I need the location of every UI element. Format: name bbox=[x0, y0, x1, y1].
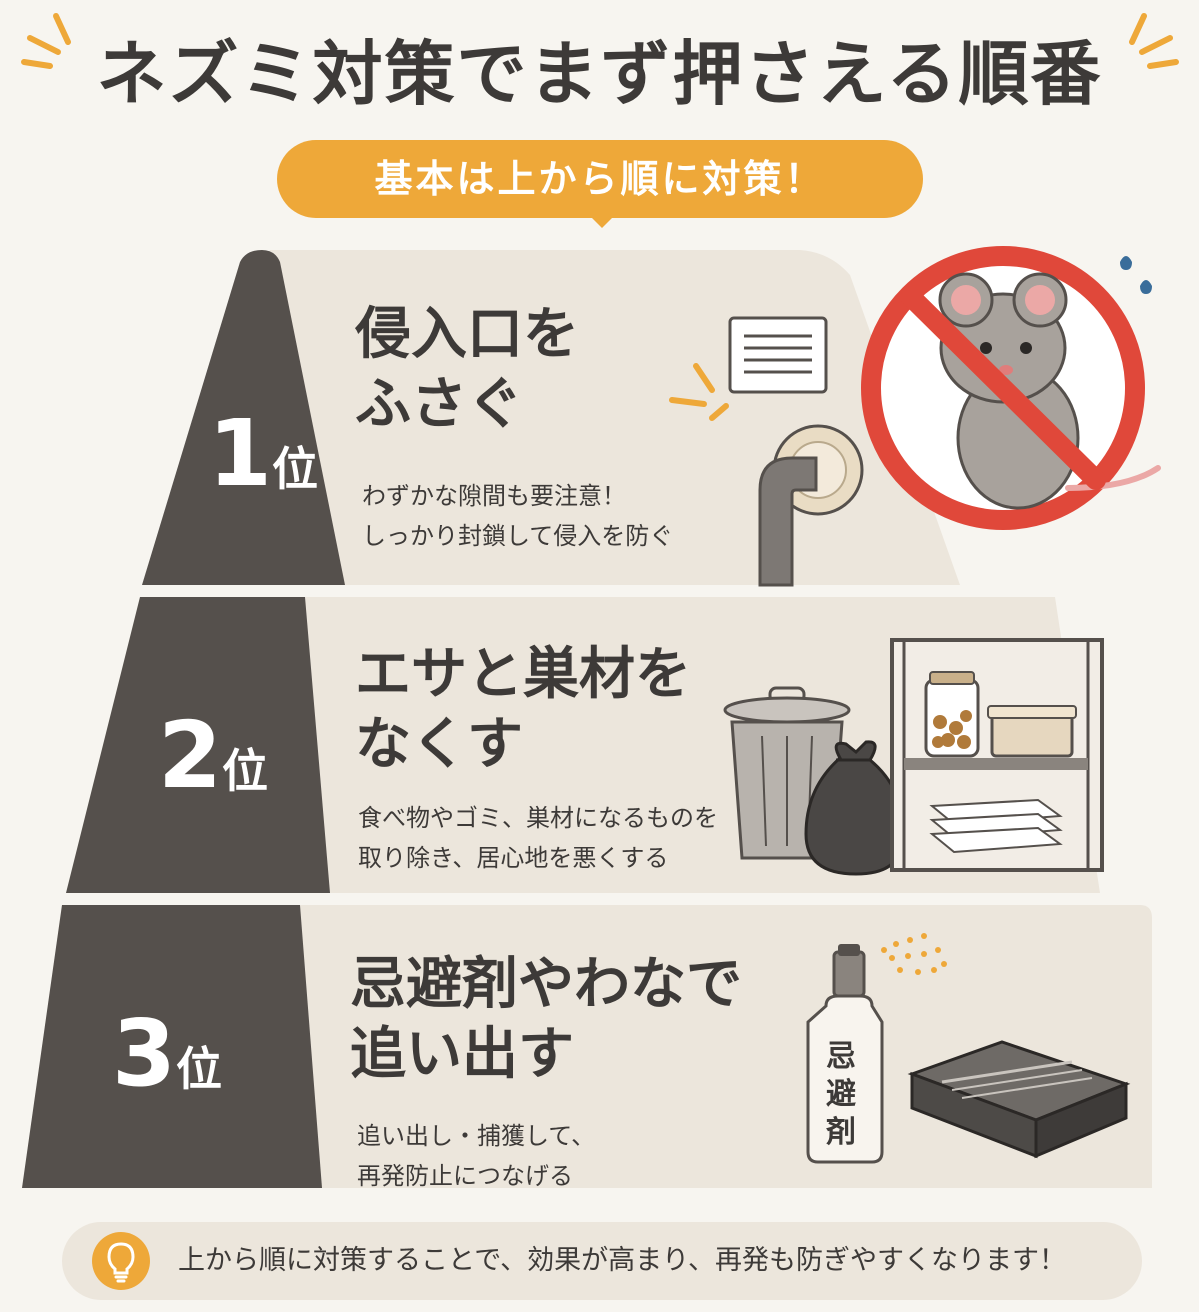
tier-3-rank-unit: 位 bbox=[176, 1042, 223, 1096]
tier-2-rank-unit: 位 bbox=[222, 744, 269, 798]
tier-1-heading: 侵入口を ふさぐ bbox=[355, 302, 579, 437]
tier-3-heading: 忌避剤やわなで 追い出す bbox=[350, 952, 742, 1087]
subtitle-badge: 基本は上から順に対策！ bbox=[277, 140, 923, 218]
tier-1-rank-number: 1 bbox=[208, 400, 273, 507]
badge-pointer bbox=[588, 214, 616, 228]
no-mouse-icon bbox=[861, 246, 1161, 530]
spark-right-icon bbox=[1129, 13, 1179, 69]
tier-1-rank: 1位 bbox=[208, 400, 318, 507]
mouse-trap-icon bbox=[907, 1040, 1131, 1159]
tier-2-rank-number: 2 bbox=[158, 702, 223, 809]
tier-3-rank: 3位 bbox=[112, 1000, 222, 1107]
tier-2-description: 食べ物やゴミ、巣材になるものを 取り除き、居心地を悪くする bbox=[358, 804, 718, 872]
storage-shelf-icon bbox=[890, 638, 1104, 872]
page-title: ネズミ対策でまず押さえる順番 bbox=[96, 33, 1103, 115]
tip-text: 上から順に対策することで、効果が高まり、再発も防ぎやすくなります！ bbox=[178, 1245, 1067, 1276]
repellent-spray-icon bbox=[806, 933, 947, 1164]
alert-spark-icon bbox=[669, 363, 729, 421]
tier-1-rank-unit: 位 bbox=[272, 442, 319, 496]
tip-banner: 上から順に対策することで、効果が高まり、再発も防ぎやすくなります！ bbox=[62, 1222, 1142, 1300]
tier-2-heading: エサと巣材を なくす bbox=[355, 642, 691, 777]
tier-2-rank: 2位 bbox=[158, 702, 268, 809]
vent-icon bbox=[728, 316, 828, 394]
tier-1-description: わずかな隙間も要注意！ しっかり封鎖して侵入を防ぐ bbox=[362, 482, 674, 550]
tier-3-rank-number: 3 bbox=[112, 1000, 177, 1107]
lightbulb-icon bbox=[92, 1232, 150, 1290]
spray-label: 忌 避 剤 bbox=[826, 1039, 856, 1150]
spark-left-icon bbox=[21, 13, 71, 69]
sealed-pipe-icon bbox=[758, 424, 864, 587]
tier-3-description: 追い出し・捕獲して、 再発防止につなげる bbox=[357, 1122, 596, 1190]
